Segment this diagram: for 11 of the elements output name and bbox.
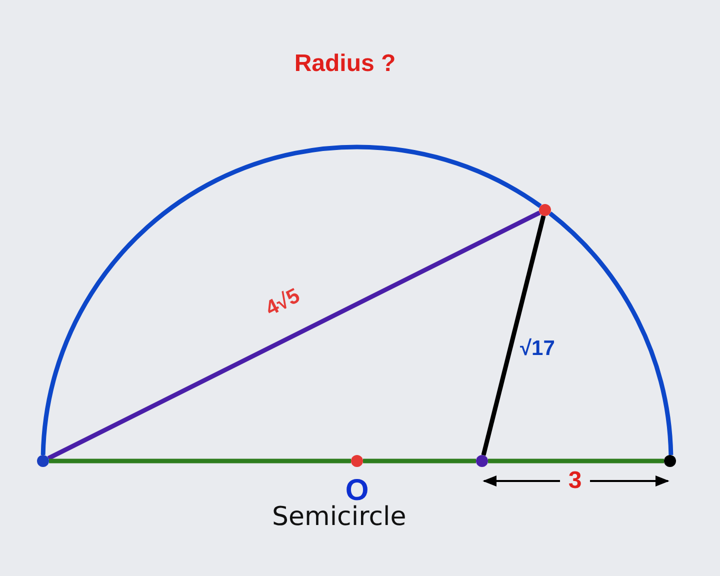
edge-label: 4√5 [262, 284, 304, 322]
arc [40, 144, 542, 456]
line-segment [481, 215, 546, 456]
title: Radius ? [293, 50, 397, 78]
edge-label: √17 [520, 337, 555, 361]
caption: Semicircle [272, 502, 406, 532]
line-segment [488, 458, 664, 464]
arc [548, 212, 674, 456]
line-segment [47, 210, 541, 460]
dimension-label: 3 [567, 467, 583, 495]
line-segment [363, 458, 476, 464]
